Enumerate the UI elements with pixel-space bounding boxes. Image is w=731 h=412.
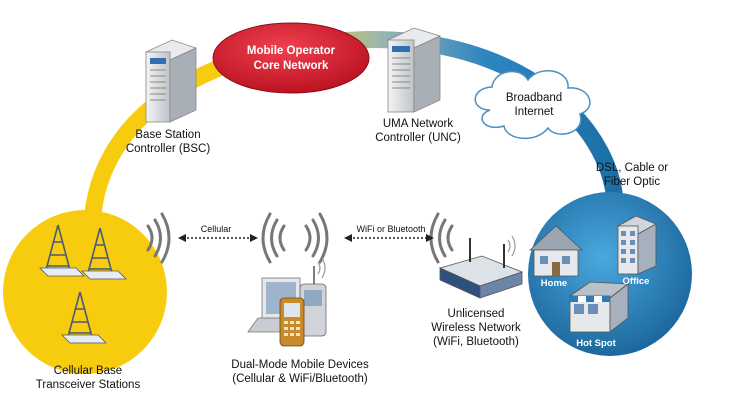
wireless-network-label: Unlicensed Wireless Network (WiFi, Bluet… — [431, 308, 521, 348]
bts-label: Cellular Base Transceiver Stations — [35, 365, 141, 391]
cellular-area — [3, 210, 167, 374]
tower-base-1 — [39, 267, 85, 277]
home-label: Home — [540, 278, 568, 289]
core-network-ellipse — [212, 22, 370, 94]
bsc-server-icon — [144, 39, 198, 123]
broadband-label: Broadband Internet — [505, 92, 563, 118]
office-building-icon — [617, 215, 657, 275]
office-label: Office — [622, 276, 650, 287]
cellular-link-label: Cellular — [200, 224, 232, 234]
bsc-label: Base Station Controller (BSC) — [125, 129, 211, 155]
tower-base-3 — [61, 334, 107, 344]
home-building-icon — [528, 225, 584, 277]
hotspot-building-icon — [568, 281, 630, 333]
hotspot-label: Hot Spot — [576, 338, 616, 349]
cell-tower-icon — [45, 224, 113, 338]
wifi-link-label: WiFi or Bluetooth — [356, 224, 426, 234]
dual-mode-devices-icon — [247, 257, 327, 347]
broadband-cloud-icon — [474, 70, 591, 140]
devices-label: Dual-Mode Mobile Devices (Cellular & WiF… — [231, 359, 369, 385]
core-network-label: Mobile Operator Core Network — [246, 45, 336, 72]
unc-server-icon — [386, 27, 442, 113]
radio-waves-icon — [146, 212, 454, 264]
wireless-router-icon — [438, 235, 524, 299]
unc-label: UMA Network Controller (UNC) — [375, 118, 461, 144]
tower-base-2 — [81, 270, 127, 280]
dsl-label: DSL, Cable or Fiber Optic — [595, 162, 669, 188]
